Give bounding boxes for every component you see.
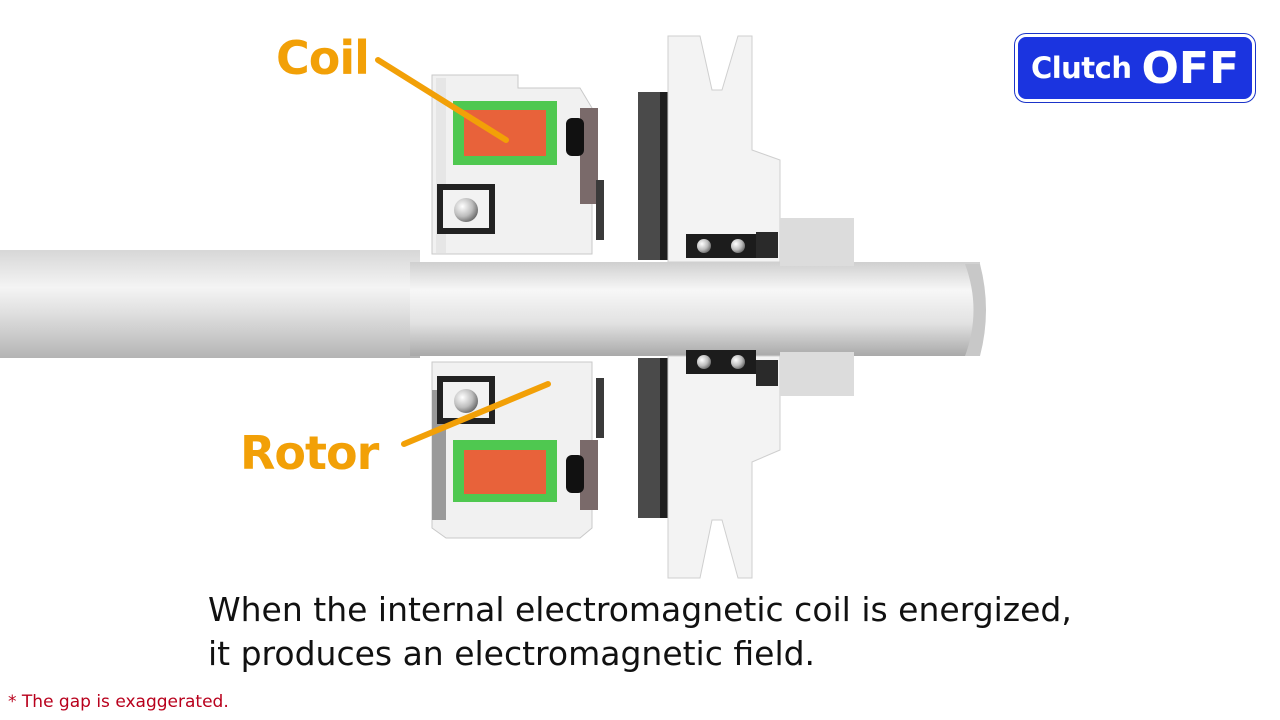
- bearing-upper: [437, 184, 495, 234]
- shaft: [0, 250, 986, 358]
- badge-prefix: Clutch: [1030, 51, 1132, 85]
- clutch-status-badge: Clutch OFF: [1015, 34, 1255, 102]
- pulley-bearing-lower: [686, 350, 778, 386]
- coil-leader-line: [375, 57, 509, 143]
- pulley: [667, 35, 854, 579]
- armature-plate: [638, 92, 670, 518]
- rotor-leader-line: [401, 381, 551, 447]
- caption-line-1: When the internal electromagnetic coil i…: [208, 590, 1072, 629]
- footnote: * The gap is exaggerated.: [8, 692, 229, 712]
- pulley-bearing-upper: [686, 232, 778, 258]
- caption: When the internal electromagnetic coil i…: [208, 588, 1208, 676]
- rotor-label: Rotor: [240, 426, 379, 480]
- coil-lower: [453, 440, 584, 502]
- badge-state: OFF: [1141, 42, 1240, 94]
- coil-upper: [453, 101, 584, 165]
- coil-label: Coil: [276, 31, 370, 85]
- caption-line-2: it produces an electromagnetic field.: [208, 634, 816, 673]
